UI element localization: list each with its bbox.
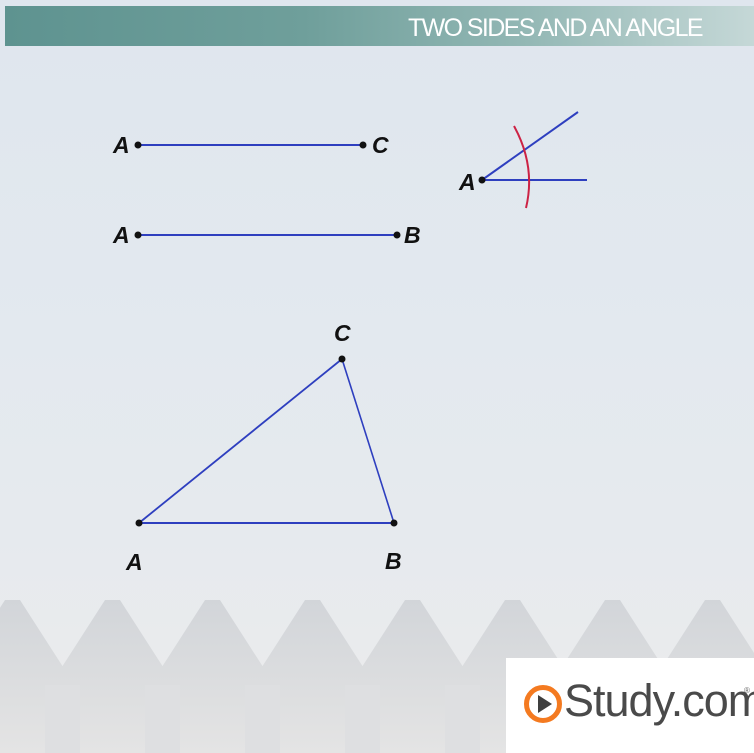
logo-text: Study.com [564,675,754,726]
segment-ac: A C [112,132,389,158]
play-circle-icon [524,685,562,723]
title-bar: TWO SIDES AND AN ANGLE [5,6,754,46]
slide-title: TWO SIDES AND AN ANGLE [407,14,704,42]
logo-registered-mark: ® [744,686,750,695]
triangle-vertex-a-label: A [125,549,143,575]
angle-construction: A [458,111,587,209]
segment-ac-end-label: C [372,132,389,158]
segment-ac-start-label: A [112,132,130,158]
segment-ab: A B [112,222,421,248]
segment-ab-end-label: B [404,222,421,248]
angle-vertex-label: A [458,169,476,195]
triangle-vertex-c-label: C [334,320,351,346]
segment-ab-start-label: A [112,222,130,248]
triangle-vertex-b-label: B [385,548,402,574]
triangle-abc: A B C [125,320,402,575]
study-com-logo: Study.com ® [506,658,754,753]
